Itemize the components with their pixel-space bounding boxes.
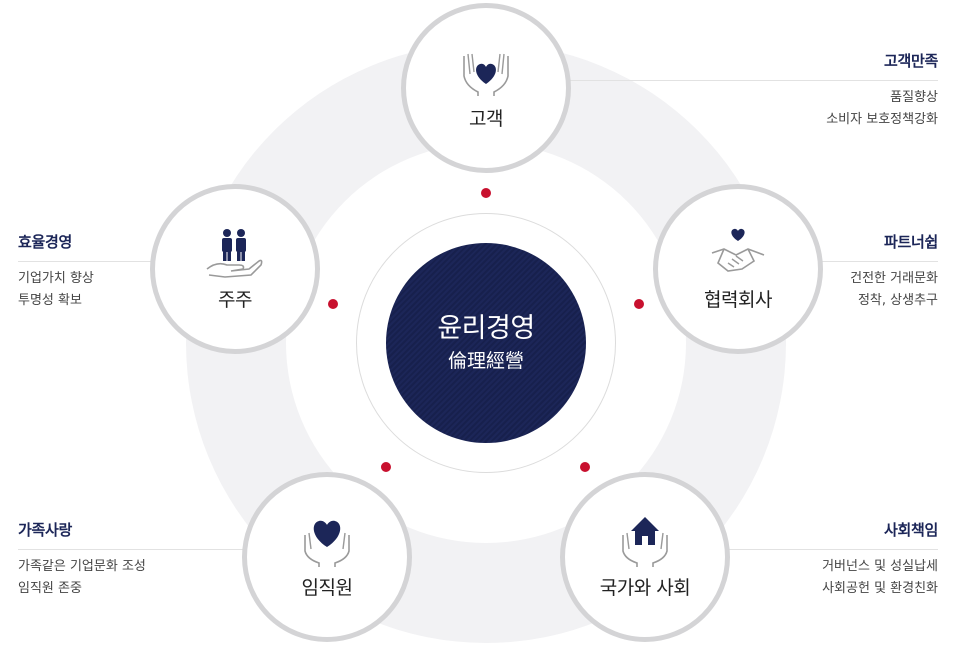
info-line: 정착, 상생추구 bbox=[857, 293, 938, 308]
node-partner: 협력회사 bbox=[653, 184, 823, 354]
node-customer: 고객 bbox=[401, 3, 571, 173]
node-employee: 임직원 bbox=[242, 472, 412, 642]
node-society: 국가와 사회 bbox=[560, 472, 730, 642]
hands-heart-icon bbox=[456, 46, 516, 98]
connector-dot bbox=[481, 188, 491, 198]
node-label: 임직원 bbox=[301, 576, 353, 599]
info-line: 건전한 거래문화 bbox=[850, 271, 938, 286]
info-society: 사회책임 거버넌스 및 성실납세 사회공헌 및 환경친화 bbox=[720, 519, 938, 600]
connector-dot bbox=[328, 299, 338, 309]
center-subtitle: 倫理經營 bbox=[447, 350, 524, 372]
info-title: 파트너쉽 bbox=[800, 231, 938, 262]
info-line: 가족같은 기업문화 조성 bbox=[18, 559, 146, 574]
connector-dot bbox=[580, 462, 590, 472]
hands-heart-icon bbox=[297, 515, 357, 567]
info-line: 소비자 보호정책강화 bbox=[826, 112, 938, 127]
connector-dot bbox=[634, 299, 644, 309]
center-title: 윤리경영 bbox=[437, 313, 535, 344]
center-circle: 윤리경영 倫理經營 bbox=[386, 243, 586, 443]
node-label: 고객 bbox=[469, 107, 503, 130]
info-line: 품질향상 bbox=[890, 90, 938, 105]
info-line: 투명성 확보 bbox=[18, 293, 82, 308]
node-label: 주주 bbox=[218, 288, 252, 311]
info-title: 고객만족 bbox=[560, 50, 938, 81]
info-line: 사회공헌 및 환경친화 bbox=[822, 581, 938, 596]
info-employee: 가족사랑 가족같은 기업문화 조성 임직원 존중 bbox=[18, 519, 258, 600]
info-line: 기업가치 향상 bbox=[18, 271, 94, 286]
node-label: 협력회사 bbox=[704, 288, 772, 311]
node-label: 국가와 사회 bbox=[599, 576, 691, 599]
info-title: 효율경영 bbox=[18, 231, 168, 262]
info-line: 임직원 존중 bbox=[18, 581, 82, 596]
info-title: 가족사랑 bbox=[18, 519, 258, 550]
info-line: 거버넌스 및 성실납세 bbox=[822, 559, 938, 574]
info-shareholder: 효율경영 기업가치 향상 투명성 확보 bbox=[18, 231, 168, 312]
info-title: 사회책임 bbox=[720, 519, 938, 550]
hands-house-icon bbox=[615, 515, 675, 567]
hand-people-icon bbox=[205, 227, 265, 279]
info-partner: 파트너쉽 건전한 거래문화 정착, 상생추구 bbox=[800, 231, 938, 312]
connector-dot bbox=[381, 462, 391, 472]
info-customer: 고객만족 품질향상 소비자 보호정책강화 bbox=[560, 50, 938, 131]
handshake-heart-icon bbox=[708, 227, 768, 279]
node-shareholder: 주주 bbox=[150, 184, 320, 354]
